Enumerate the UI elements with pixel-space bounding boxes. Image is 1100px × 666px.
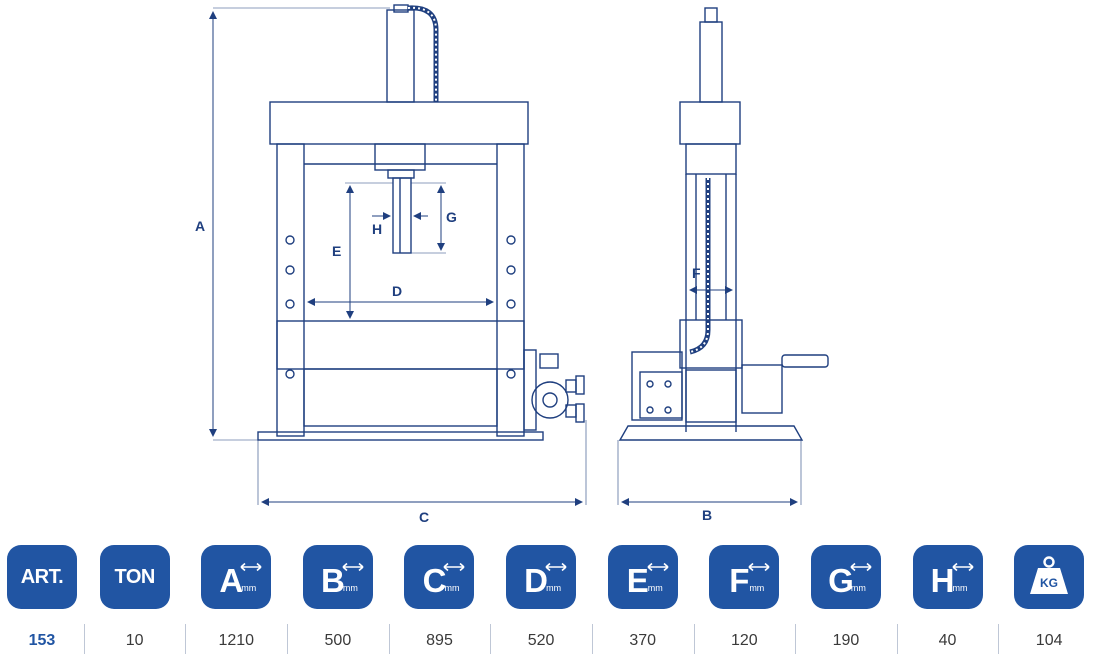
spec-header-ton: TON [114,565,155,588]
dimension-labels: A C B D E F G H [195,209,712,525]
spec-value-a: 1210 [218,632,255,649]
double-arrow-icon [545,562,567,572]
spec-tile-kg: KG [1014,545,1085,609]
double-arrow-icon [748,562,770,572]
double-arrow-icon [850,562,872,572]
spec-header-h: H [930,561,955,599]
spec-value-c: 895 [426,632,453,649]
double-arrow-icon [342,562,364,572]
spec-value-d: 520 [527,632,555,649]
spec-tile-ton: TON [99,545,170,609]
press-technical-drawing: A C B D E F G H [195,4,829,525]
spec-value-b: 500 [324,632,352,649]
spec-header-kg: KG [1040,576,1058,590]
spec-unit-h: mm [952,583,968,593]
spec-value-e: 370 [629,632,657,649]
spec-unit-f: mm [749,583,765,593]
spec-unit-g: mm [850,583,866,593]
spec-header-a: A [219,561,244,599]
dim-label-g: G [446,209,457,225]
dim-label-b: B [702,507,712,523]
side-view [618,7,829,441]
dim-label-d: D [392,283,402,299]
spec-column-kg: KG 104 [998,540,1100,666]
weight-icon: KG [1030,556,1069,594]
spec-column-ton: TON 10 [83,540,186,666]
spec-value-f: 120 [730,632,758,649]
spec-header-b: B [320,561,345,599]
dim-label-a: A [195,218,205,234]
dim-label-f: F [692,265,701,281]
spec-tile-art: ART. [6,545,77,609]
double-arrow-icon [240,562,262,572]
spec-unit-d: mm [546,583,562,593]
spec-header-c: C [422,561,447,599]
dimension-lines [209,7,802,506]
spec-unit-a: mm [241,583,257,593]
spec-unit-e: mm [647,583,663,593]
spec-column-art: ART. 153 [0,540,84,666]
spec-header-f: F [729,561,750,599]
spec-header-d: D [524,561,549,599]
spec-unit-b: mm [342,583,358,593]
double-arrow-icon [952,562,974,572]
spec-unit-c: mm [444,583,460,593]
spec-value-g: 190 [832,632,860,649]
dim-label-h: H [372,221,382,237]
double-arrow-icon [443,562,466,572]
spec-value-art: 153 [28,632,56,649]
double-arrow-icon [647,562,669,572]
spec-value-h: 40 [938,632,957,649]
dim-label-c: C [419,509,429,525]
spec-header-g: G [828,561,854,599]
spec-value-ton: 10 [125,632,144,649]
spec-value-kg: 104 [1035,632,1063,649]
spec-header-art: ART. [20,565,64,588]
spec-header-e: E [626,561,649,599]
front-view [257,4,585,441]
dim-label-e: E [332,243,341,259]
